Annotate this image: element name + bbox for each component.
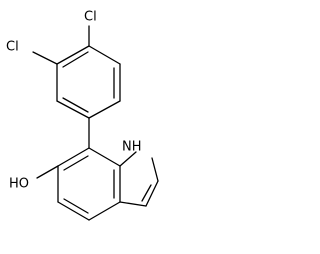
bond xyxy=(57,147,90,167)
bond xyxy=(88,147,121,167)
double-bond-inner xyxy=(62,97,89,113)
chemical-structure: Cl Cl HO NH xyxy=(6,10,159,221)
double-bond-inner xyxy=(63,155,89,171)
indole-benzene-ring xyxy=(57,147,121,221)
bond xyxy=(145,180,159,207)
double-bond-inner xyxy=(141,184,152,202)
bond xyxy=(56,45,90,65)
bond xyxy=(119,201,147,207)
bond xyxy=(88,100,121,119)
bond xyxy=(119,151,137,167)
bond-to-hydroxyl xyxy=(36,165,59,179)
nh-label: NH xyxy=(122,140,142,155)
bond xyxy=(57,201,90,221)
bond xyxy=(88,201,121,221)
double-bond-inner xyxy=(62,51,89,68)
chlorine-label: Cl xyxy=(6,40,19,55)
chlorine-label: Cl xyxy=(84,10,97,25)
dichlorophenyl-ring xyxy=(56,45,121,119)
bond xyxy=(88,45,121,65)
hydroxyl-label: HO xyxy=(9,177,29,192)
bond-to-cl-left xyxy=(32,51,58,65)
double-bond-inner xyxy=(63,198,89,214)
bond xyxy=(151,157,159,182)
pyrrole-ring xyxy=(119,151,159,207)
bond xyxy=(56,100,90,119)
